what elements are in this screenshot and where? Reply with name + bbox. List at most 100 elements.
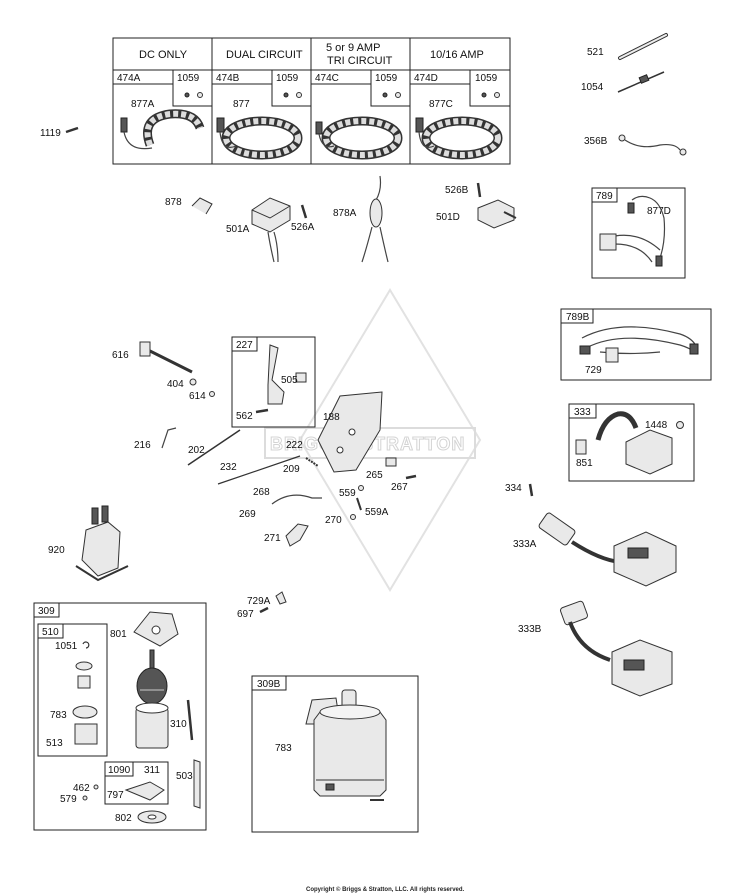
screw-697-icon xyxy=(259,606,269,614)
label-789b: 789B xyxy=(566,312,590,323)
header-5-or-9-amp: 5 or 9 AMP xyxy=(326,42,380,54)
label-697: 697 xyxy=(237,609,254,620)
label-333: 333 xyxy=(574,407,591,418)
label-510: 510 xyxy=(42,627,59,638)
label-188: 188 xyxy=(323,412,340,423)
harness-kit-789b: 789B 729 xyxy=(560,308,712,381)
starter-kit-309: 309 510 1051 783 513 801 310 1090 311 79… xyxy=(33,602,207,831)
label-333b: 333B xyxy=(518,624,542,635)
label-209: 209 xyxy=(283,464,300,475)
header-dual-circuit: DUAL CIRCUIT xyxy=(226,49,303,61)
label-789: 789 xyxy=(596,191,613,202)
lever-271-icon xyxy=(285,523,309,547)
label-309b: 309B xyxy=(257,679,281,690)
label-501d: 501D xyxy=(436,212,460,223)
label-311: 311 xyxy=(144,765,160,776)
label-783-starter: 783 xyxy=(275,743,292,754)
label-222: 222 xyxy=(286,440,303,451)
screw-559-icon xyxy=(358,485,364,491)
ground-wire-356b-icon xyxy=(618,134,687,156)
starter-kit-309b: 309B 783 xyxy=(251,675,419,833)
label-501a: 501A xyxy=(226,224,250,235)
label-202: 202 xyxy=(188,445,205,456)
label-462: 462 xyxy=(73,783,90,794)
label-503: 503 xyxy=(176,771,193,782)
label-309: 309 xyxy=(38,606,55,617)
screw-icon xyxy=(184,92,500,98)
wire-tie-1054-icon xyxy=(617,71,665,93)
screw-559a-icon xyxy=(356,497,362,511)
label-802: 802 xyxy=(115,813,132,824)
solenoid-920-icon xyxy=(75,505,129,582)
label-310: 310 xyxy=(170,719,187,730)
label-783-gear: 783 xyxy=(50,710,67,721)
pin-614-icon xyxy=(209,391,215,397)
ignition-coil-333b-icon xyxy=(559,600,673,697)
harness-878a-icon xyxy=(361,175,389,263)
clip-729a-icon xyxy=(275,591,287,605)
label-614: 614 xyxy=(189,391,206,402)
clip-265-icon xyxy=(385,457,397,467)
label-334: 334 xyxy=(505,483,522,494)
label-268: 268 xyxy=(253,487,270,498)
label-579: 579 xyxy=(60,794,77,805)
screw-526b-icon xyxy=(476,182,482,198)
screw-1059-d: 1059 xyxy=(475,73,498,84)
label-801: 801 xyxy=(110,629,127,640)
header-tri-circuit: TRI CIRCUIT xyxy=(327,55,393,67)
kit-474c: 474C xyxy=(315,73,339,84)
label-505: 505 xyxy=(281,375,298,386)
kit-474d: 474D xyxy=(414,73,438,84)
governor-shaft-616-icon xyxy=(139,341,193,374)
screw-1059-a: 1059 xyxy=(177,73,200,84)
label-521: 521 xyxy=(587,47,604,58)
stator-10-16-amp-icon xyxy=(415,116,503,160)
label-269: 269 xyxy=(239,509,256,520)
label-1090: 1090 xyxy=(108,765,131,776)
kit-474a: 474A xyxy=(117,73,141,84)
screw-267-icon xyxy=(405,474,417,480)
spring-209-icon xyxy=(305,457,319,467)
label-1119: 1119 xyxy=(40,128,61,139)
alternator-kit-table: DC ONLY DUAL CIRCUIT 5 or 9 AMP TRI CIRC… xyxy=(112,37,511,165)
clip-878-icon xyxy=(191,197,213,215)
label-270: 270 xyxy=(325,515,342,526)
label-878a: 878A xyxy=(333,208,357,219)
governor-lever-kit-227: 227 505 562 xyxy=(231,336,316,428)
harness-kit-789: 789 877D xyxy=(591,187,686,279)
stator-dual-circuit-icon xyxy=(216,116,303,160)
cable-268-icon xyxy=(271,494,322,505)
label-333a: 333A xyxy=(513,539,537,550)
label-797: 797 xyxy=(107,790,124,801)
link-232-icon xyxy=(217,455,301,485)
label-271: 271 xyxy=(264,533,281,544)
label-1448: 1448 xyxy=(645,420,668,431)
label-729: 729 xyxy=(585,365,602,376)
label-1051: 1051 xyxy=(55,641,78,652)
label-616: 616 xyxy=(112,350,129,361)
stator-dc-only-icon xyxy=(120,109,205,150)
link-216-icon xyxy=(161,427,177,449)
control-bracket-icon xyxy=(317,391,383,473)
label-216: 216 xyxy=(134,440,151,451)
label-513: 513 xyxy=(46,738,63,749)
label-920: 920 xyxy=(48,545,65,556)
label-526a: 526A xyxy=(291,222,315,233)
label-877d: 877D xyxy=(647,206,671,217)
lead-877a: 877A xyxy=(131,99,155,110)
screw-1059-c: 1059 xyxy=(375,73,398,84)
label-1054: 1054 xyxy=(581,82,604,93)
stator-tri-circuit-icon xyxy=(315,116,403,160)
header-10-16-amp: 10/16 AMP xyxy=(430,49,484,61)
label-227: 227 xyxy=(236,340,253,351)
washer-404-icon xyxy=(189,378,197,386)
screw-526a-icon xyxy=(300,204,308,219)
label-729a: 729A xyxy=(247,596,271,607)
label-404: 404 xyxy=(167,379,184,390)
label-526b: 526B xyxy=(445,185,469,196)
screw-1119-icon xyxy=(65,126,79,134)
copyright: Copyright © Briggs & Stratton, LLC. All … xyxy=(306,886,465,893)
screw-1059-b: 1059 xyxy=(276,73,299,84)
label-232: 232 xyxy=(220,462,237,473)
